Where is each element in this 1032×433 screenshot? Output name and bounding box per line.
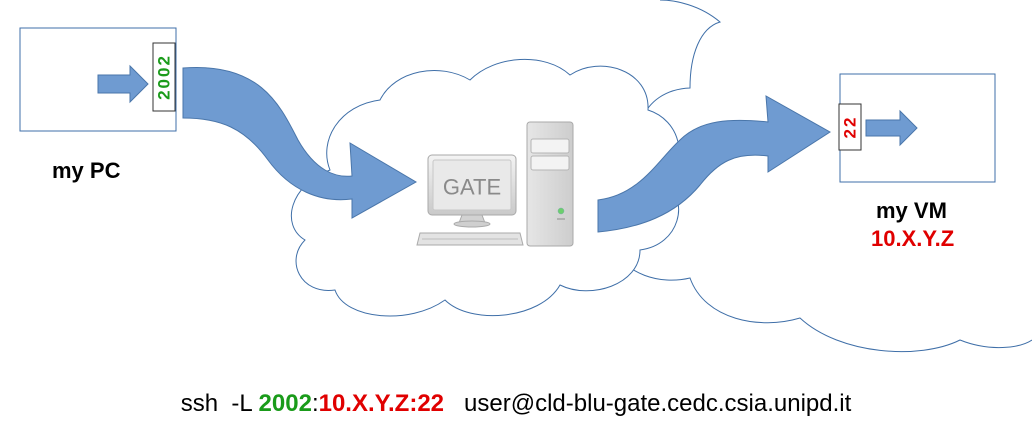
pc-port-label: 2002 [155,54,174,100]
ssh-command: ssh -L 2002:10.X.Y.Z:22 user@cld-blu-gat… [0,390,1032,418]
cmd-sep2: : [409,390,418,417]
vm-port-box [838,103,862,151]
cmd-suffix: user@cld-blu-gate.cedc.csia.unipd.it [444,390,852,417]
cmd-local-port: 2002 [258,390,312,417]
cmd-sep1: : [311,390,319,417]
pc-port-box [152,42,176,112]
gateway-computer-icon [416,121,574,247]
pc-port-arrow [97,64,149,104]
tunnel-arrow-pc-to-gate [182,66,418,219]
vm-port-label: 22 [841,116,860,139]
vm-address: 10.X.Y.Z [871,226,955,251]
cmd-remote-host: 10.X.Y.Z [318,390,410,417]
pc-label: my PC [52,158,121,183]
cmd-remote-port: 22 [417,390,445,417]
gateway-label: GATE [443,175,501,200]
vm-port-arrow [865,109,918,147]
cmd-prefix: ssh -L [180,390,259,417]
vm-label: my VM [876,198,947,223]
tunnel-arrow-gate-to-vm [597,95,831,233]
